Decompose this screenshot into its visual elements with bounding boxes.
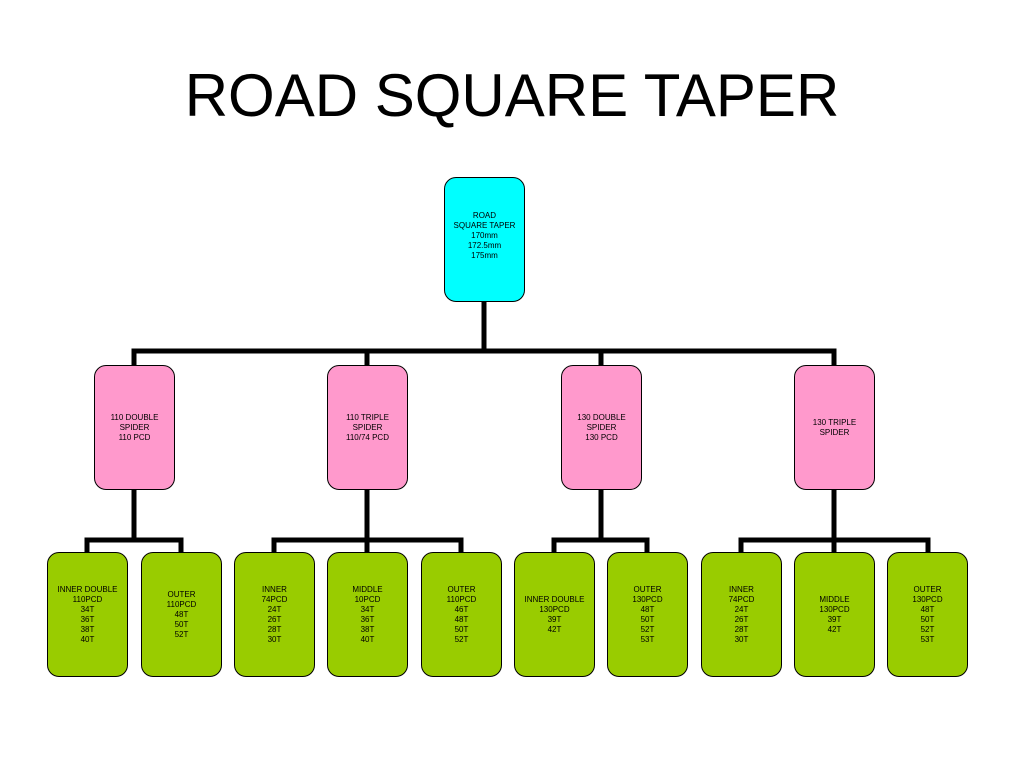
ring-node-130-triple-middle: MIDDLE 130PCD 39T 42T <box>794 552 875 677</box>
ring-node-label: OUTER 130PCD 48T 50T 52T 53T <box>632 584 663 644</box>
ring-node-label: OUTER 130PCD 48T 50T 52T 53T <box>912 584 943 644</box>
ring-node-130-triple-outer: OUTER 130PCD 48T 50T 52T 53T <box>887 552 968 677</box>
spider-node-130-triple: 130 TRIPLE SPIDER <box>794 365 875 490</box>
spider-node-label: 110 DOUBLE SPIDER 110 PCD <box>110 412 159 442</box>
ring-node-110-triple-outer: OUTER 110PCD 46T 48T 50T 52T <box>421 552 502 677</box>
spider-node-label: 110 TRIPLE SPIDER 110/74 PCD <box>346 412 389 442</box>
ring-node-110-double-inner: INNER DOUBLE 110PCD 34T 36T 38T 40T <box>47 552 128 677</box>
ring-node-label: INNER DOUBLE 110PCD 34T 36T 38T 40T <box>57 584 118 644</box>
ring-node-label: INNER 74PCD 24T 26T 28T 30T <box>261 584 288 644</box>
spider-node-label: 130 DOUBLE SPIDER 130 PCD <box>577 412 626 442</box>
ring-node-130-double-outer: OUTER 130PCD 48T 50T 52T 53T <box>607 552 688 677</box>
spider-node-130-double: 130 DOUBLE SPIDER 130 PCD <box>561 365 642 490</box>
root-node-label: ROAD SQUARE TAPER 170mm 172.5mm 175mm <box>453 211 516 260</box>
root-node: ROAD SQUARE TAPER 170mm 172.5mm 175mm <box>444 177 525 302</box>
ring-node-110-triple-middle: MIDDLE 10PCD 34T 36T 38T 40T <box>327 552 408 677</box>
ring-node-label: INNER 74PCD 24T 26T 28T 30T <box>728 584 755 644</box>
ring-node-130-triple-inner: INNER 74PCD 24T 26T 28T 30T <box>701 552 782 677</box>
ring-node-110-double-outer: OUTER 110PCD 48T 50T 52T <box>141 552 222 677</box>
page-title: ROAD SQUARE TAPER <box>184 62 840 129</box>
spider-node-110-triple: 110 TRIPLE SPIDER 110/74 PCD <box>327 365 408 490</box>
ring-node-label: OUTER 110PCD 48T 50T 52T <box>166 589 197 639</box>
ring-node-label: OUTER 110PCD 46T 48T 50T 52T <box>446 584 477 644</box>
ring-node-110-triple-inner: INNER 74PCD 24T 26T 28T 30T <box>234 552 315 677</box>
spider-node-110-double: 110 DOUBLE SPIDER 110 PCD <box>94 365 175 490</box>
ring-node-label: INNER DOUBLE 130PCD 39T 42T <box>524 594 585 634</box>
spider-node-label: 130 TRIPLE SPIDER <box>812 417 857 437</box>
ring-node-130-double-inner: INNER DOUBLE 130PCD 39T 42T <box>514 552 595 677</box>
ring-node-label: MIDDLE 10PCD 34T 36T 38T 40T <box>352 584 383 644</box>
ring-node-label: MIDDLE 130PCD 39T 42T <box>819 594 850 634</box>
